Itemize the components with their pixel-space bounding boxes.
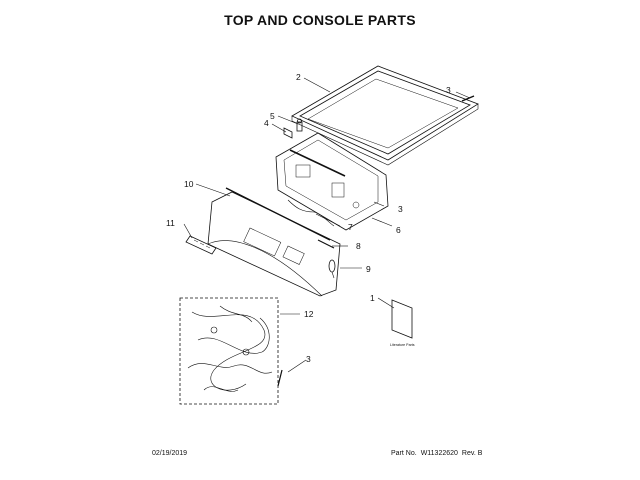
knob-part <box>328 259 336 279</box>
callout-3-top: 3 <box>446 85 451 95</box>
trim-strip-part <box>317 239 335 249</box>
part-no-label: Part No. <box>391 450 417 457</box>
callout-8: 8 <box>356 241 361 251</box>
console-panel-part <box>207 187 341 297</box>
top-screw-part <box>461 95 475 102</box>
harness-screw-part <box>277 369 283 387</box>
literature-label: Literature Parts <box>390 343 415 347</box>
callout-10: 10 <box>184 179 194 189</box>
callout-2: 2 <box>296 72 301 82</box>
callout-7: 7 <box>348 222 353 232</box>
page-title: TOP AND CONSOLE PARTS <box>224 12 416 28</box>
callout-3-harness: 3 <box>306 354 311 364</box>
callout-4: 4 <box>264 118 269 128</box>
part-no-value: W11322620 <box>420 450 458 457</box>
callout-12: 12 <box>304 309 314 319</box>
clip-part-5 <box>296 118 303 132</box>
callout-5: 5 <box>270 111 275 121</box>
bracket-part-4 <box>283 127 293 139</box>
console-frame-part <box>275 132 389 231</box>
callout-6: 6 <box>396 225 401 235</box>
callout-9: 9 <box>366 264 371 274</box>
wire-harness-part <box>287 199 335 227</box>
button-strip-part <box>185 235 217 255</box>
literature-part <box>391 299 413 339</box>
footer-date: 02/19/2019 <box>152 450 188 457</box>
revision: Rev. B <box>461 450 483 457</box>
callout-1: 1 <box>370 293 375 303</box>
top-panel-part <box>291 65 479 166</box>
callout-3-frame: 3 <box>398 204 403 214</box>
callout-11: 11 <box>166 218 175 228</box>
main-harness-part <box>179 297 279 405</box>
